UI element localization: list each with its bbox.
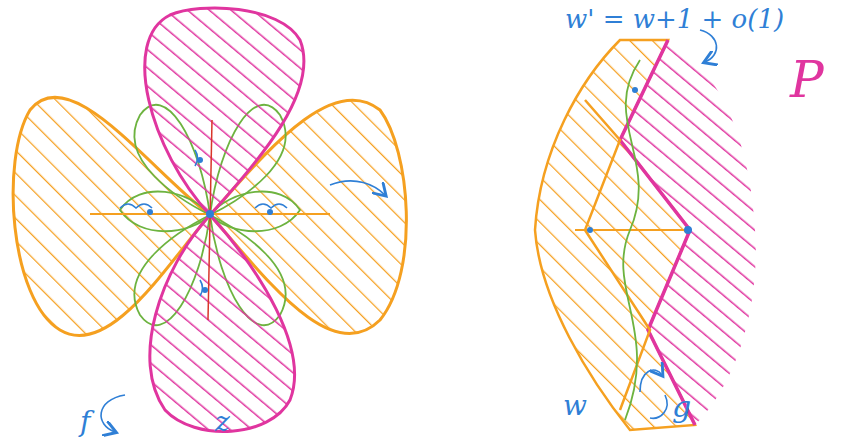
map-label: f xyxy=(80,408,90,436)
coordinate-label: z xyxy=(215,408,230,436)
coordinate-label: w xyxy=(563,392,587,420)
set-label: P xyxy=(790,55,824,105)
map-label: g xyxy=(672,392,691,422)
formula-label: w' = w+1 + o(1) xyxy=(565,6,784,32)
